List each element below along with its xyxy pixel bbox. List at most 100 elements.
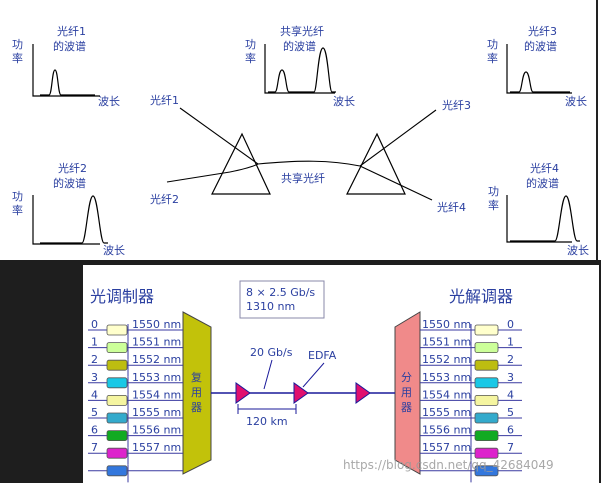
spectrum-fiber2-axes: [32, 195, 100, 245]
mod-channel-index: 1: [91, 336, 98, 349]
demux-char-3: 器: [401, 401, 412, 414]
shared-fiber-label: 共享光纤: [281, 171, 325, 185]
shared-fiber-line: [229, 160, 361, 173]
demod-channel-index: 4: [507, 388, 514, 401]
demod-detector-extra: [474, 465, 499, 477]
demux-char-2: 用: [401, 386, 412, 399]
spectrum-shared-title-line2: 的波谱: [283, 39, 316, 53]
spectrum-fiber3-xlabel: 波长: [565, 95, 587, 108]
spectrum-fiber3-axes: [506, 44, 572, 94]
spectrum-fiber3-ylabel-line2: 率: [487, 51, 498, 65]
demod-detector-1: [474, 342, 499, 354]
spectrum-fiber4-xlabel: 波长: [567, 244, 589, 257]
fiber1-line: [179, 107, 259, 165]
demod-channel-index: 0: [507, 318, 514, 331]
multiplexer: [182, 311, 212, 475]
amplifier-3: [355, 382, 371, 404]
mod-laser-1: [106, 342, 128, 354]
amplifier-label: EDFA: [308, 349, 337, 362]
fiber2-line: [166, 171, 231, 183]
demod-channel-index: 3: [507, 371, 514, 384]
watermark: https://blog.csdn.net/qq_42684049: [343, 458, 554, 472]
demod-channel-index: 7: [507, 441, 514, 454]
fiber4-label: 光纤4: [437, 200, 466, 214]
demod-channel-index: 5: [507, 406, 514, 419]
spectrum-fiber1: 光纤1 的波谱 功 率 波长: [12, 24, 120, 108]
spectrum-shared: 共享光纤 的波谱 功 率 波长: [245, 24, 355, 108]
mod-channel-wavelength: 1553 nm: [132, 371, 181, 384]
demod-detector-0: [474, 324, 499, 336]
spectrum-fiber4-title-line2: 的波谱: [526, 176, 559, 190]
demod-channel-wavelength: 1550 nm: [422, 318, 471, 331]
modulator-title: 光调制器: [90, 287, 154, 306]
demod-channel-wavelength: 1551 nm: [422, 336, 471, 349]
demod-detector-4: [474, 394, 499, 406]
spectrum-fiber4-ylabel-line2: 率: [488, 198, 499, 212]
demod-channel-wavelength: 1556 nm: [422, 424, 471, 437]
spectrum-fiber1-title-line2: 的波谱: [53, 39, 86, 53]
spectrum-shared-title-line1: 共享光纤: [280, 24, 324, 38]
demux-char-1: 分: [401, 371, 412, 384]
spectrum-fiber4-axes: [506, 195, 572, 243]
spectrum-fiber3-title-line1: 光纤3: [528, 24, 557, 38]
amplifier-2: [293, 382, 309, 404]
prism-left: [211, 132, 271, 195]
spectrum-fiber2-title-line1: 光纤2: [58, 161, 87, 175]
spectrum-fiber4: 光纤4 的波谱 功 率 波长: [488, 161, 589, 257]
spectrum-fiber2: 光纤2 的波谱 功 率 波长: [12, 161, 125, 257]
spectrum-shared-ylabel-line1: 功: [245, 38, 256, 51]
spectrum-fiber1-axes: [32, 44, 100, 97]
spectrum-fiber3-curve: [510, 71, 570, 93]
spec-line2: 1310 nm: [246, 300, 295, 313]
mod-laser-extra: [106, 465, 128, 477]
spectrum-fiber2-ylabel-line1: 功: [12, 190, 23, 203]
spectrum-fiber2-title-line2: 的波谱: [53, 176, 86, 190]
fiber-lines: [166, 107, 437, 201]
demod-channel-wavelength: 1552 nm: [422, 353, 471, 366]
distance-label: 120 km: [246, 415, 288, 428]
mux-char-1: 复: [191, 370, 202, 384]
mod-channel-index: 3: [91, 371, 98, 384]
spectrum-fiber4-title-line1: 光纤4: [530, 161, 559, 175]
spectrum-shared-xlabel: 波长: [333, 95, 355, 108]
mod-channel-index: 0: [91, 318, 98, 331]
spectrum-fiber1-xlabel: 波长: [98, 95, 120, 108]
demultiplexer: [394, 311, 421, 475]
spectrum-fiber1-ylabel-line2: 率: [12, 51, 23, 65]
amplifier-1: [235, 382, 251, 404]
spectrum-shared-ylabel-line2: 率: [245, 51, 256, 65]
rate-label: 20 Gb/s: [250, 346, 293, 359]
mod-channel-wavelength: 1554 nm: [132, 388, 181, 401]
spectrum-fiber4-curve: [510, 195, 580, 242]
mod-laser-4: [106, 394, 128, 406]
spectrum-fiber1-ylabel-line1: 功: [12, 38, 23, 51]
mod-channel-index: 6: [91, 424, 98, 437]
mod-laser-7: [106, 447, 128, 459]
mod-laser-0: [106, 324, 128, 336]
mod-laser-5: [106, 412, 128, 424]
mod-channel-wavelength: 1551 nm: [132, 336, 181, 349]
mod-channel-index: 4: [91, 388, 98, 401]
demodulator-title: 光解调器: [449, 287, 513, 306]
spec-line1: 8 × 2.5 Gb/s: [246, 286, 315, 299]
mod-laser-6: [106, 430, 128, 442]
top-panel: [0, 0, 601, 260]
bottom-panel: [83, 265, 599, 483]
mod-laser-3: [106, 377, 128, 389]
rate-pointer: [263, 359, 273, 390]
amplifier-pointer: [302, 362, 325, 388]
spectrum-shared-curve: [268, 47, 336, 93]
mod-channel-wavelength: 1550 nm: [132, 318, 181, 331]
spectrum-fiber2-ylabel-line2: 率: [12, 203, 23, 217]
mux-char-2: 用: [191, 386, 202, 399]
fiber-labels: 光纤1 光纤2 光纤3 光纤4 共享光纤: [150, 93, 471, 214]
spectrum-fiber2-xlabel: 波长: [103, 244, 125, 257]
demod-detector-6: [474, 430, 499, 442]
demod-channel-wavelength: 1557 nm: [422, 441, 471, 454]
spectrum-fiber2-curve: [40, 195, 108, 244]
multiplexer-label: 复 用 器: [191, 370, 202, 414]
fiber4-line: [359, 165, 433, 201]
